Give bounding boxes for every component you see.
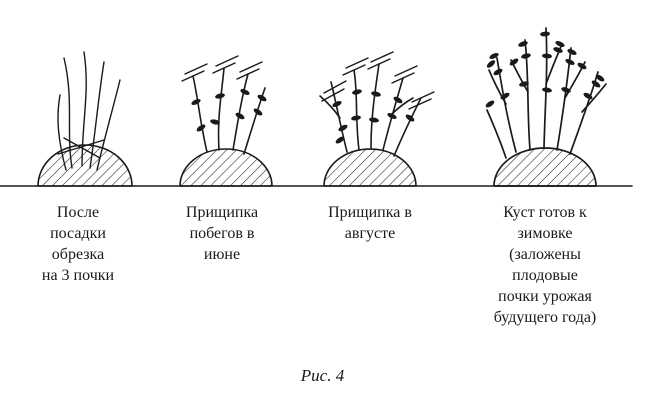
bush-stage-1-drawing: [37, 51, 133, 187]
mound-icon: [323, 148, 417, 187]
stage-4-label: Куст готов к зимовке (заложены плодовые …: [493, 204, 597, 326]
bush-stage-2-drawing: [179, 55, 273, 187]
mound-icon: [493, 147, 597, 187]
figure-illustration: [0, 27, 633, 187]
leaf-icons: [332, 89, 415, 144]
pinch-mark-icons: [321, 51, 435, 110]
bush-stage-4-drawing: [485, 27, 607, 187]
stage-3-label: Прищипка в августе: [328, 204, 412, 242]
figure-caption: Рис. 4: [300, 366, 345, 385]
stage-2-label: Прищипка побегов в июне: [185, 204, 259, 263]
leaf-icons: [191, 88, 267, 132]
mound-icon: [179, 148, 273, 187]
pinch-mark-icons: [181, 55, 263, 82]
bush-stage-3-drawing: [319, 51, 435, 187]
cut-mark-icon: [57, 137, 105, 159]
leaf-icons: [485, 31, 605, 108]
stage-1-label: После посадки обрезка на 3 почки: [41, 204, 115, 284]
mound-icon: [37, 144, 133, 187]
